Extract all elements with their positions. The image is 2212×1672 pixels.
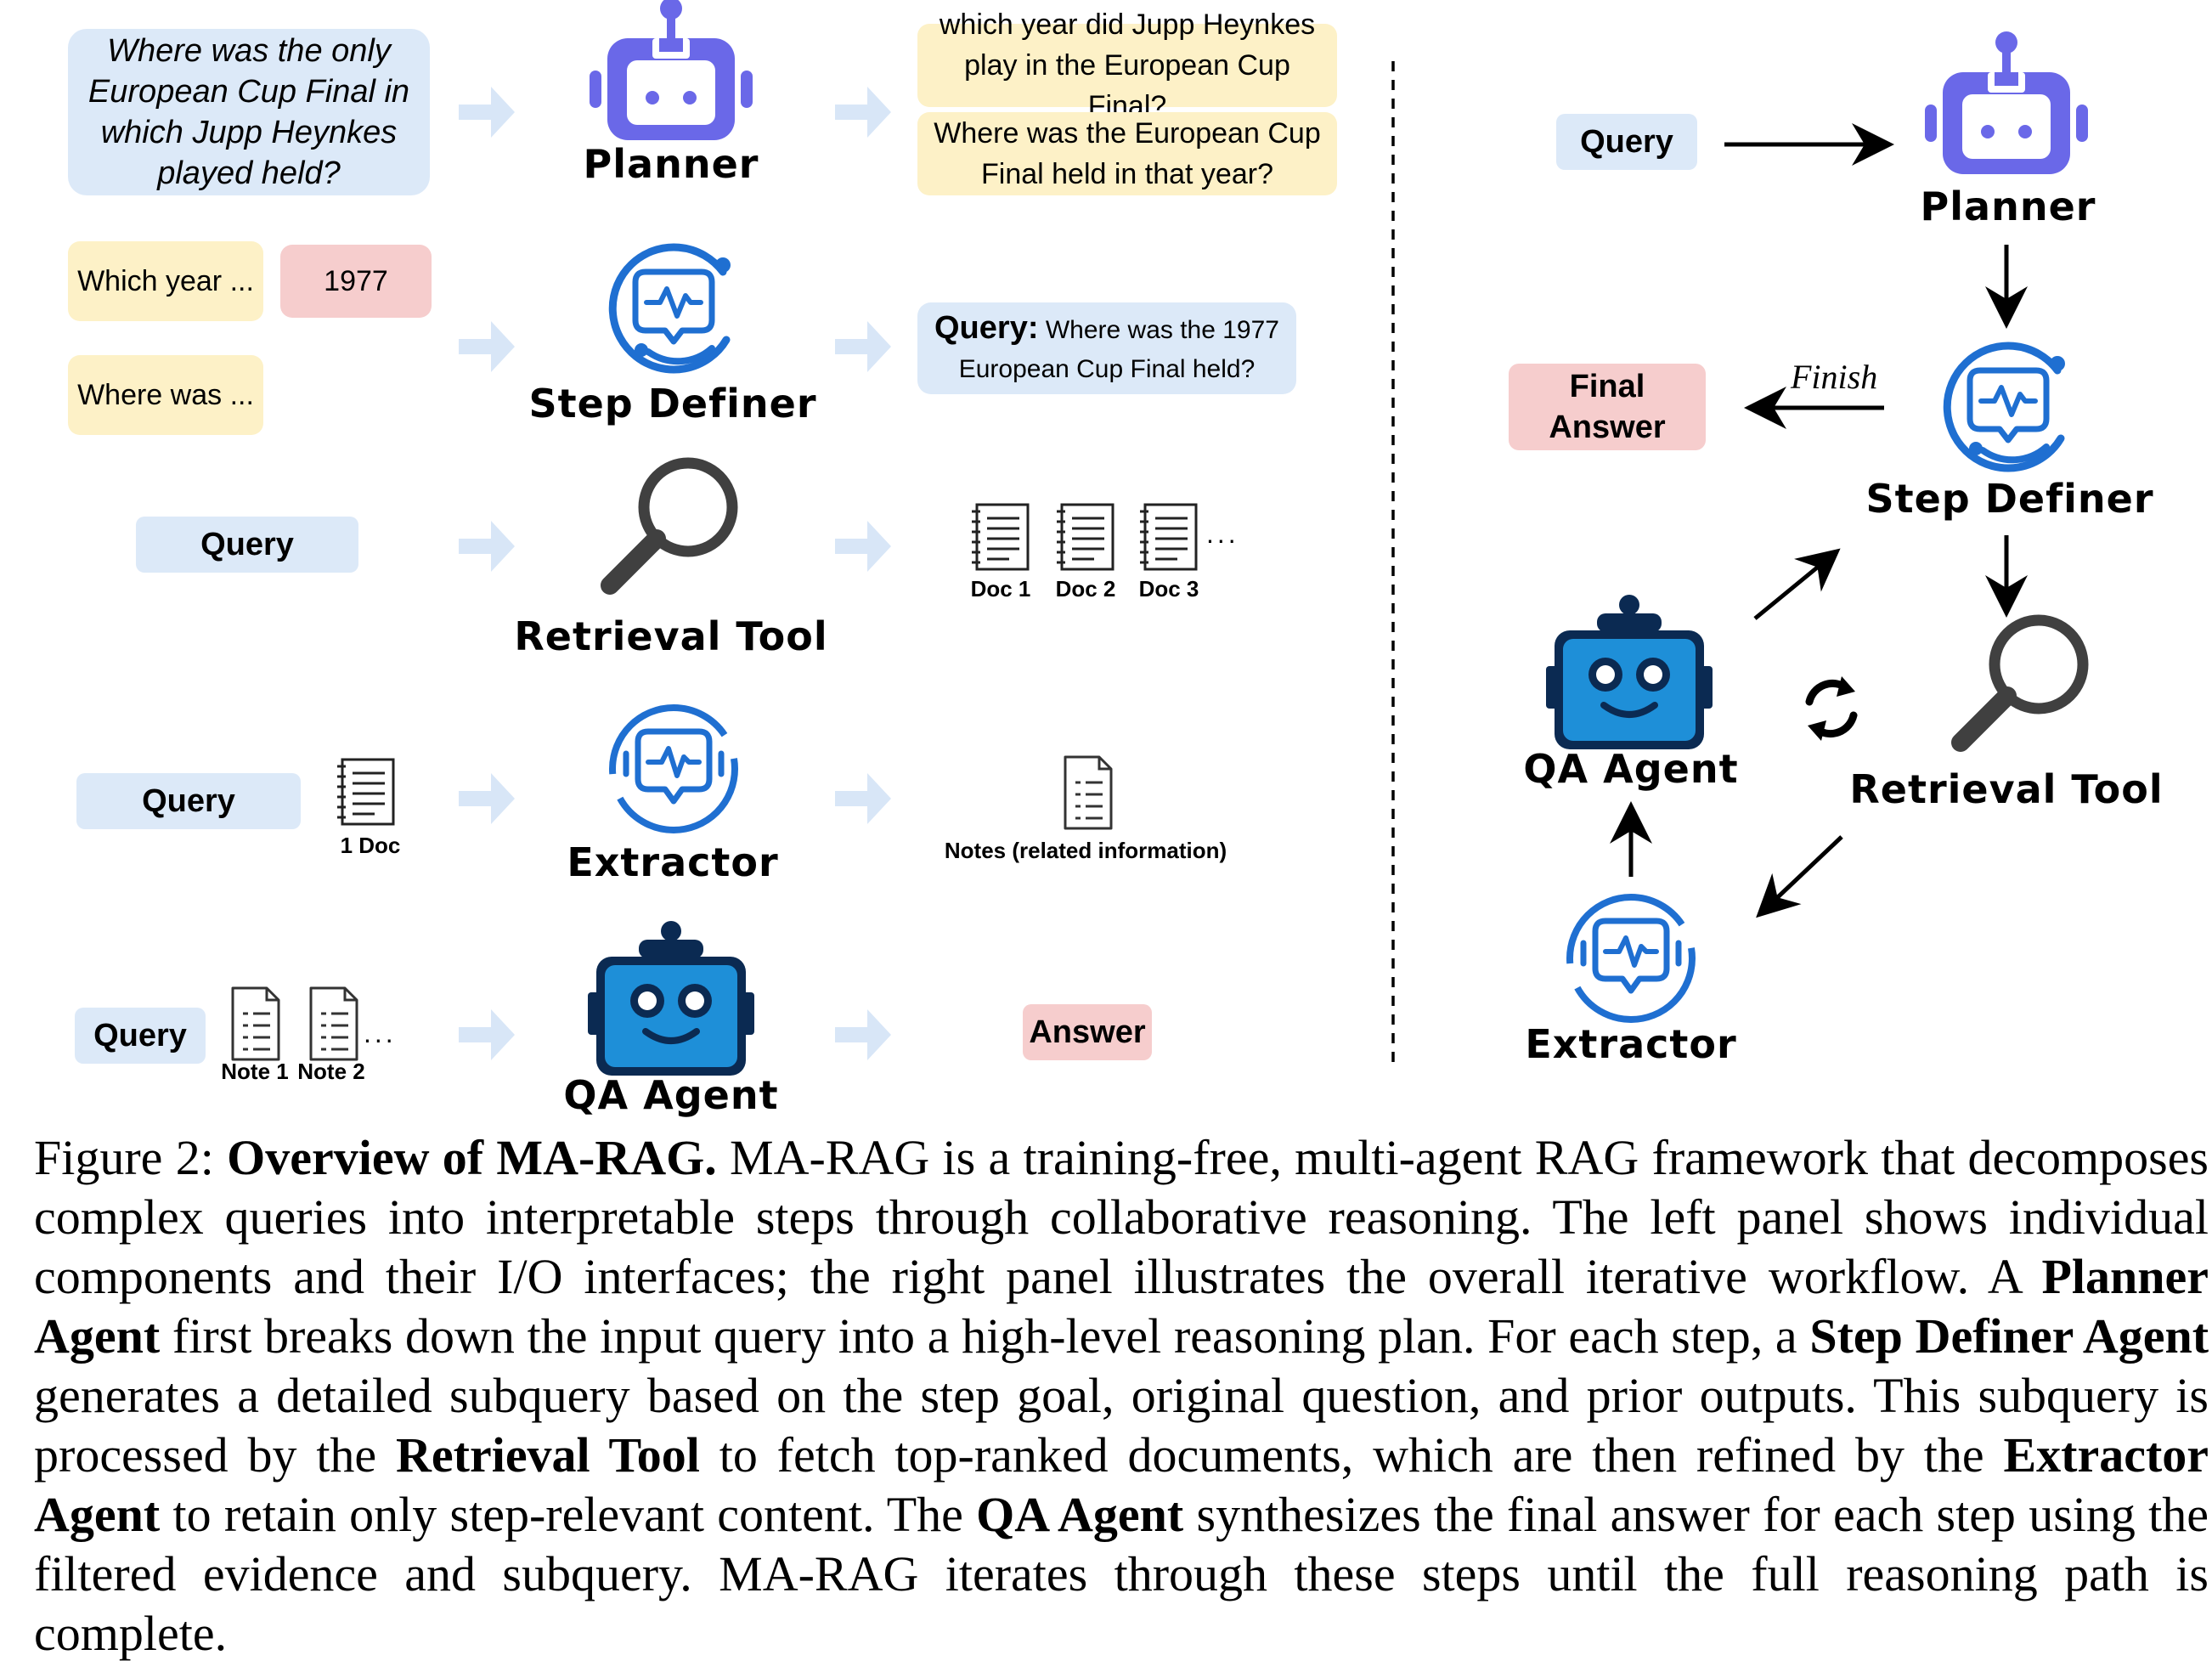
step-input-1-box: Which year ... <box>68 241 263 321</box>
answer-label: Answer <box>1029 1014 1146 1050</box>
magnifier-icon <box>610 463 732 585</box>
planner-robot-icon <box>590 0 753 140</box>
step-definer-label: Step Definer <box>1865 476 2154 522</box>
retrieval-tool-label: Retrieval Tool <box>514 613 828 659</box>
plan-step-2-text: Where was the European Cup Final held in… <box>934 117 1321 190</box>
step-input-2-box: Where was ... <box>68 355 263 435</box>
caption-title: Overview of MA-RAG. <box>227 1130 717 1185</box>
subquery-box: Query: Where was the 1977 European Cup F… <box>917 302 1296 394</box>
workflow-arrows <box>1610 123 2028 918</box>
extractor-icon <box>612 708 735 830</box>
doc-1-label: Doc 1 <box>970 576 1031 602</box>
subquery-content: Query: Where was the 1977 European Cup F… <box>926 308 1288 389</box>
planner-robot-icon <box>1925 31 2088 174</box>
figure-caption: Figure 2: Overview of MA-RAG. MA-RAG is … <box>34 1128 2209 1664</box>
caption-retrieval-tool: Retrieval Tool <box>396 1427 700 1483</box>
caption-step-definer-agent: Step Definer Agent <box>1809 1308 2209 1364</box>
doc-icon <box>1055 503 1114 571</box>
doc-2-label: Doc 2 <box>1055 576 1116 602</box>
qa-query-box: Query <box>75 1008 206 1064</box>
doc-icon <box>336 758 395 826</box>
step-definer-icon <box>612 247 731 370</box>
caption-sentence-1: MA-RAG is a training-free, multi-agent R… <box>34 1130 2209 1304</box>
caption-qa-agent: QA Agent <box>976 1487 1184 1542</box>
flow-arrows-left <box>459 87 891 1060</box>
input-question-box: Where was the only European Cup Final in… <box>68 29 430 195</box>
final-answer-box: Final Answer <box>1509 364 1706 450</box>
note-1-label: Note 1 <box>221 1059 289 1084</box>
qa-agent-robot-icon <box>1546 595 1713 749</box>
caption-sentence-6: synthesizes the final answer for each st… <box>34 1487 2209 1661</box>
extractor-icon <box>1570 897 1692 1020</box>
plan-step-1-box: which year did Jupp Heynkes play in the … <box>917 8 1337 122</box>
step-definer-icon <box>1947 346 2065 468</box>
caption-extractor-agent: Extractor Agent <box>34 1427 2209 1542</box>
extractor-label: Extractor <box>567 839 779 885</box>
note-icon <box>1064 755 1113 830</box>
note-icon <box>231 986 280 1061</box>
doc-icon <box>970 503 1030 571</box>
docs-ellipsis: ... <box>1206 518 1239 549</box>
caption-fig-label: Figure 2: <box>34 1130 214 1185</box>
finish-label: Finish <box>1791 358 1878 396</box>
caption-planner-agent: Planner Agent <box>34 1249 2209 1364</box>
input-question-text: Where was the only European Cup Final in… <box>87 33 410 191</box>
extractor-query-box: Query <box>76 773 301 829</box>
answer-box: Answer <box>1023 1004 1152 1060</box>
plan-step-2-box: Where was the European Cup Final held in… <box>917 112 1337 195</box>
notes-ellipsis: ... <box>364 1018 397 1048</box>
caption-sentence-4: to fetch top-ranked documents, which are… <box>719 1427 1984 1483</box>
step-input-2-text: Where was ... <box>77 379 254 411</box>
step-answer-box: 1977 <box>280 245 432 318</box>
note-icon <box>309 986 358 1061</box>
step-definer-label: Step Definer <box>528 381 817 426</box>
retrieval-tool-label: Retrieval Tool <box>1849 766 2164 812</box>
diagram-graphics <box>231 0 2212 1121</box>
qa-query-label: Query <box>93 1017 187 1053</box>
cycle-icon <box>1805 676 1858 741</box>
final-answer-label: Final Answer <box>1549 369 1666 445</box>
step-answer-text: 1977 <box>324 265 388 297</box>
one-doc-label: 1 Doc <box>340 833 401 858</box>
plan-step-1-text: which year did Jupp Heynkes play in the … <box>939 8 1316 122</box>
notes-label: Notes (related information) <box>944 838 1227 863</box>
subquery-text: Where was the 1977 European Cup Final he… <box>958 315 1279 383</box>
qa-agent-label: QA Agent <box>563 1072 779 1118</box>
extractor-query-label: Query <box>142 782 235 819</box>
retrieval-query-label: Query <box>200 526 294 562</box>
workflow-query-label: Query <box>1580 123 1673 160</box>
qa-agent-label: QA Agent <box>1523 746 1739 792</box>
caption-sentence-3: generates a detailed subquery based on t… <box>34 1368 2209 1483</box>
planner-label: Planner <box>1920 184 2096 229</box>
doc-icon <box>1138 503 1198 571</box>
qa-agent-robot-icon <box>588 921 754 1076</box>
caption-sentence-5: to retain only step-relevant content. Th… <box>172 1487 963 1542</box>
subquery-prefix: Query: <box>934 309 1039 346</box>
magnifier-icon <box>1961 620 2083 743</box>
caption-sentence-2: first breaks down the input query into a… <box>172 1308 1797 1364</box>
workflow-query-box: Query <box>1556 114 1697 170</box>
doc-3-label: Doc 3 <box>1138 576 1199 602</box>
note-2-label: Note 2 <box>297 1059 365 1084</box>
step-input-1-text: Which year ... <box>77 265 254 297</box>
extractor-label: Extractor <box>1525 1021 1737 1067</box>
retrieval-query-box: Query <box>136 517 358 573</box>
planner-label: Planner <box>583 141 759 187</box>
